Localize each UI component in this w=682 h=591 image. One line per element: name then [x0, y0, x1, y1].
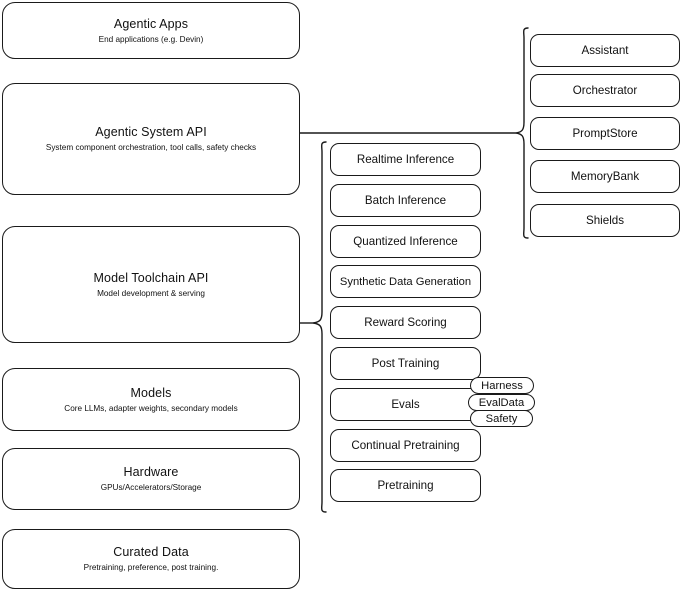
- stack-box-curated-data[interactable]: Curated Data Pretraining, preference, po…: [2, 529, 300, 589]
- toolchain-chip-quantized-inference[interactable]: Quantized Inference: [330, 225, 481, 258]
- brace-system-components: [512, 26, 536, 246]
- stack-title-curated-data: Curated Data: [113, 545, 189, 559]
- stack-title-agentic-system-api: Agentic System API: [95, 125, 207, 139]
- evals-pill-evaldata[interactable]: EvalData: [468, 394, 535, 411]
- stack-subtitle-models: Core LLMs, adapter weights, secondary mo…: [64, 403, 238, 413]
- toolchain-chip-reward-scoring[interactable]: Reward Scoring: [330, 306, 481, 339]
- toolchain-chip-continual-pretraining[interactable]: Continual Pretraining: [330, 429, 481, 462]
- stack-title-models: Models: [130, 385, 172, 400]
- stack-title-agentic-apps: Agentic Apps: [113, 16, 189, 31]
- stack-subtitle-agentic-system-api: System component orchestration, tool cal…: [45, 143, 257, 152]
- toolchain-chip-realtime-inference[interactable]: Realtime Inference: [330, 143, 481, 176]
- connector-toolchain-api-to-brace: [300, 316, 316, 330]
- stack-box-hardware[interactable]: Hardware GPUs/Accelerators/Storage: [2, 448, 300, 510]
- stack-subtitle-curated-data: Pretraining, preference, post training.: [83, 563, 219, 572]
- system-chip-promptstore[interactable]: PromptStore: [530, 117, 680, 150]
- stack-box-agentic-apps[interactable]: Agentic Apps End applications (e.g. Devi…: [2, 2, 300, 59]
- stack-subtitle-agentic-apps: End applications (e.g. Devin): [98, 34, 204, 44]
- stack-box-models[interactable]: Models Core LLMs, adapter weights, secon…: [2, 368, 300, 431]
- evals-pill-harness[interactable]: Harness: [470, 377, 534, 394]
- stack-box-agentic-system-api[interactable]: Agentic System API System component orch…: [2, 83, 300, 195]
- stack-box-model-toolchain-api[interactable]: Model Toolchain API Model development & …: [2, 226, 300, 343]
- evals-pill-safety[interactable]: Safety: [470, 410, 533, 427]
- system-chip-shields[interactable]: Shields: [530, 204, 680, 237]
- brace-toolchain-components: [306, 140, 330, 520]
- system-chip-memorybank[interactable]: MemoryBank: [530, 160, 680, 193]
- system-chip-orchestrator[interactable]: Orchestrator: [530, 74, 680, 107]
- stack-title-model-toolchain-api: Model Toolchain API: [93, 270, 209, 285]
- toolchain-chip-post-training[interactable]: Post Training: [330, 347, 481, 380]
- toolchain-chip-batch-inference[interactable]: Batch Inference: [330, 184, 481, 217]
- stack-subtitle-hardware: GPUs/Accelerators/Storage: [100, 483, 202, 492]
- toolchain-chip-evals[interactable]: Evals: [330, 388, 481, 421]
- toolchain-chip-pretraining[interactable]: Pretraining: [330, 469, 481, 502]
- toolchain-chip-synthetic-data-generation[interactable]: Synthetic Data Generation: [330, 265, 481, 298]
- stack-subtitle-model-toolchain-api: Model development & serving: [97, 288, 205, 298]
- system-chip-assistant[interactable]: Assistant: [530, 34, 680, 67]
- stack-title-hardware: Hardware: [123, 465, 179, 479]
- connector-system-api-to-components: [300, 126, 526, 142]
